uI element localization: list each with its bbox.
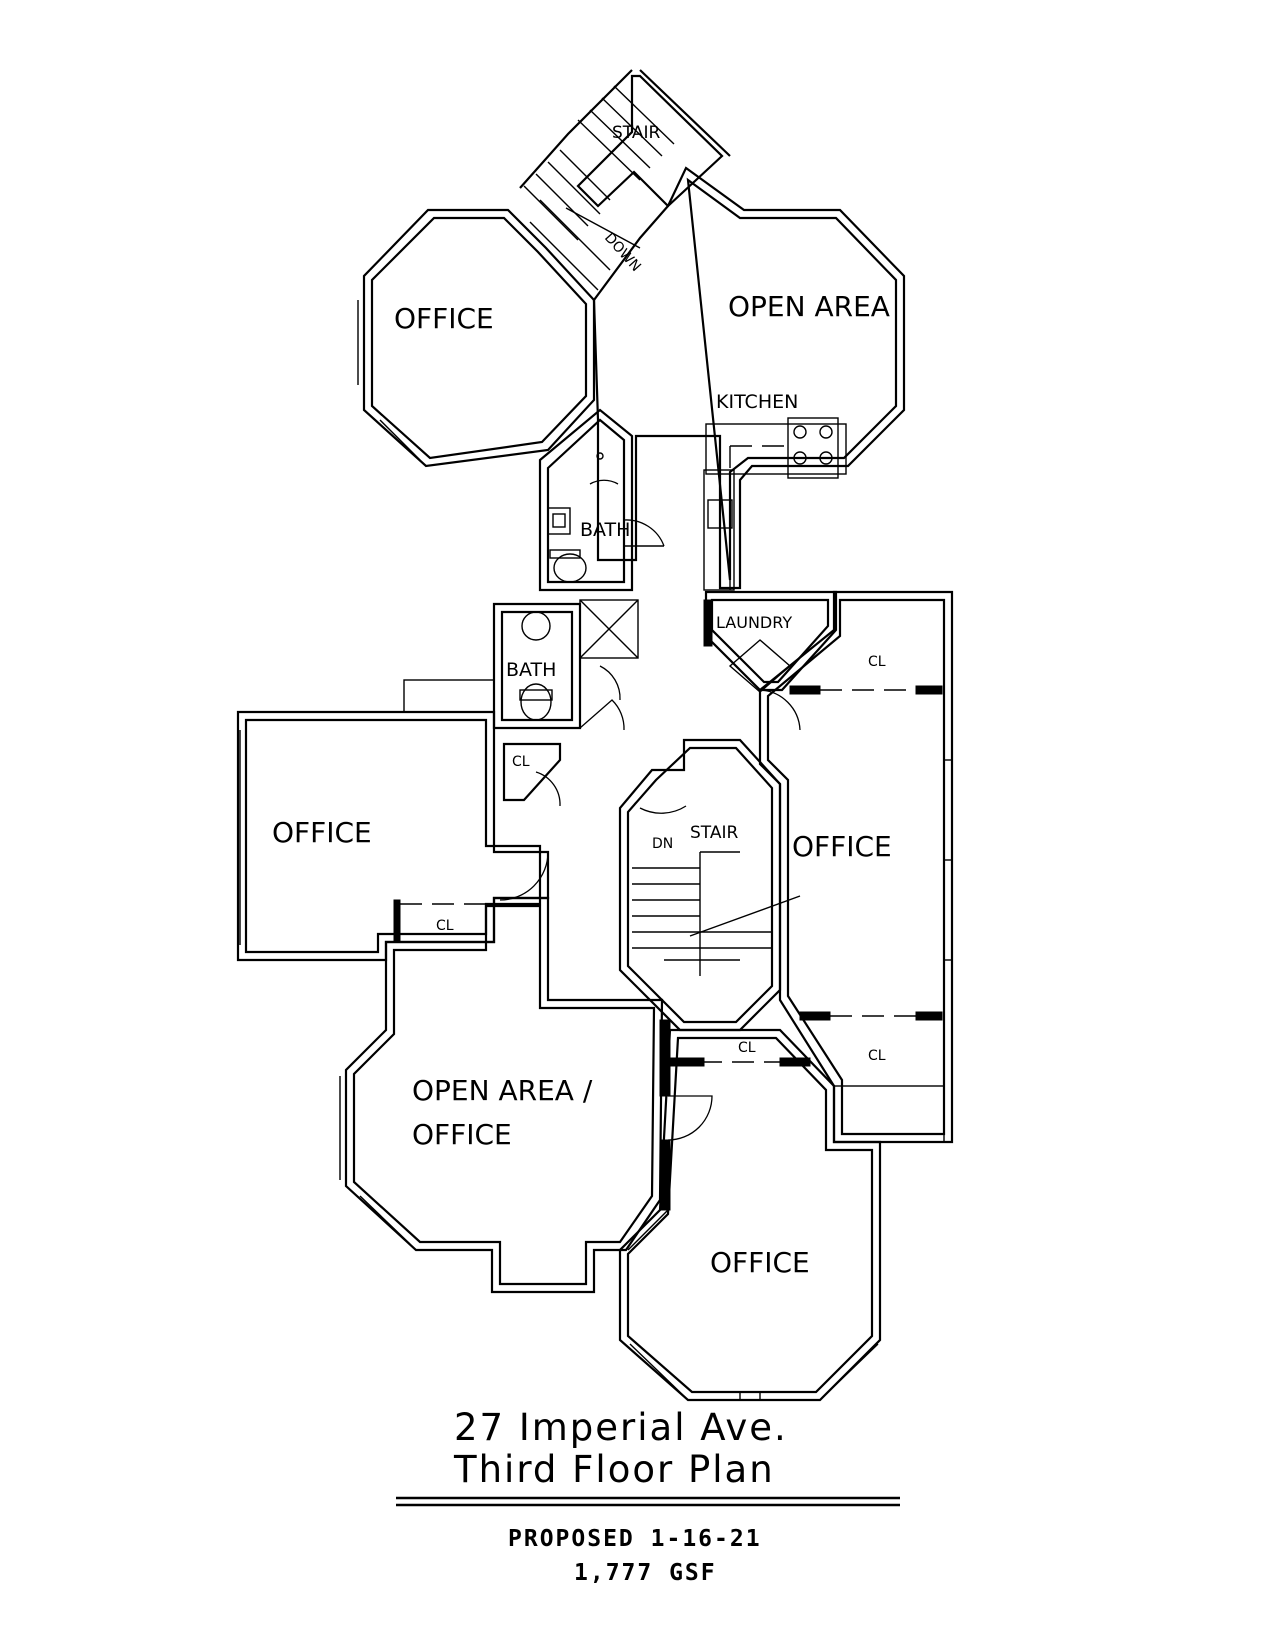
label-laundry: LAUNDRY [716, 613, 792, 632]
label-closet-3: CL [436, 918, 454, 934]
label-bath-lower: BATH [506, 659, 556, 681]
label-open-area-office-1: OPEN AREA / [412, 1074, 593, 1107]
office-bottom [618, 1028, 882, 1402]
title-address: 27 Imperial Ave. [454, 1406, 788, 1449]
label-closet-2: CL [512, 754, 530, 770]
top-stair-tower [519, 69, 731, 291]
open-area-office [339, 896, 811, 1294]
bath-lower [492, 599, 639, 731]
label-office-left: OFFICE [272, 816, 372, 849]
label-dn-mid: DN [652, 836, 673, 852]
label-closet-4: CL [738, 1040, 756, 1056]
bath-upper [538, 408, 665, 592]
center-stair [618, 738, 801, 1032]
open-area-top [592, 166, 906, 591]
office-right [758, 590, 954, 1144]
label-kitchen: KITCHEN [716, 391, 798, 413]
label-open-area-top: OPEN AREA [728, 290, 890, 323]
label-closet-5: CL [868, 1048, 886, 1064]
label-stair-mid: STAIR [690, 823, 738, 843]
label-office-right: OFFICE [792, 830, 892, 863]
label-stair-top: STAIR [612, 123, 660, 143]
title-plan-name: Third Floor Plan [453, 1448, 775, 1491]
label-office-top-left: OFFICE [394, 302, 494, 335]
label-office-bottom: OFFICE [710, 1246, 810, 1279]
title-area: 1,777 GSF [574, 1560, 717, 1586]
label-bath-upper: BATH [580, 519, 630, 541]
title-status: PROPOSED 1-16-21 [508, 1526, 762, 1552]
label-closet-1: CL [868, 654, 886, 670]
office-top-left [357, 208, 596, 468]
label-open-area-office-2: OFFICE [412, 1118, 512, 1151]
